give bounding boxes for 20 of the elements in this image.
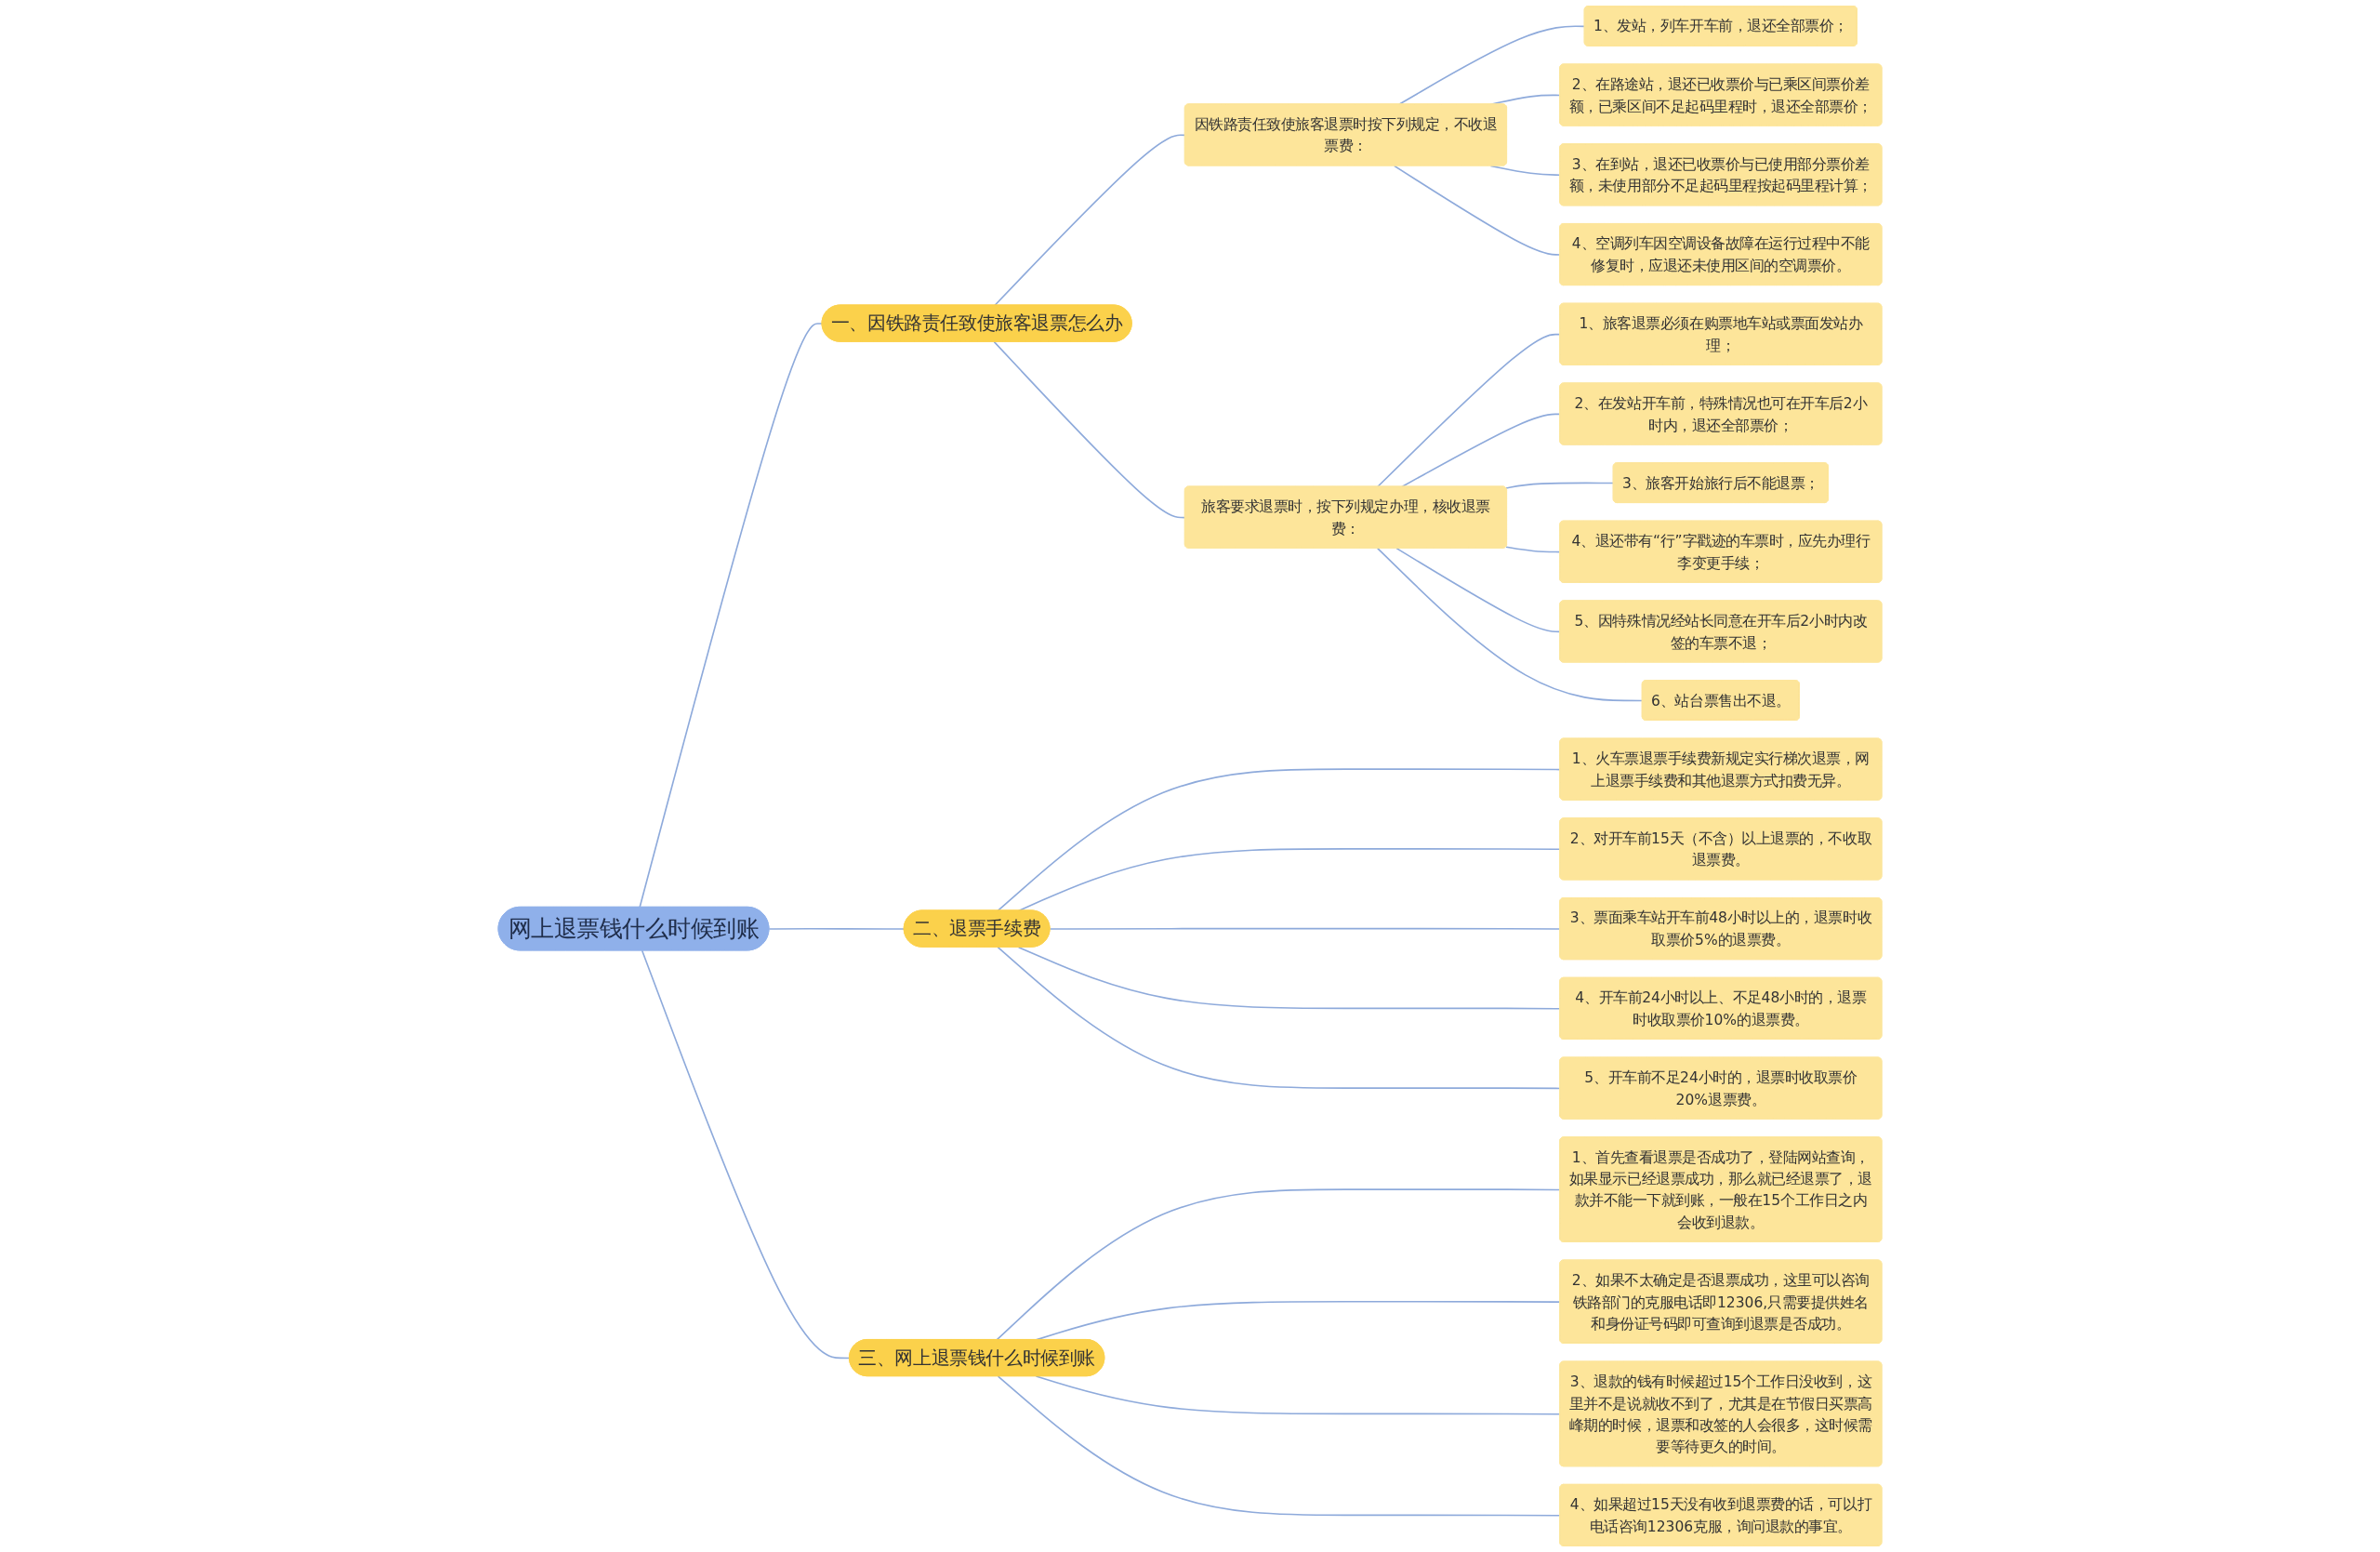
connector (996, 1188, 1561, 1341)
connector (1393, 165, 1561, 256)
connector (993, 340, 1186, 519)
connector (1401, 413, 1561, 488)
connector (1395, 547, 1561, 633)
connector (1376, 333, 1561, 488)
connector (1049, 927, 1561, 930)
connector (639, 323, 824, 909)
connector (997, 946, 1561, 1090)
connector (1035, 1375, 1561, 1415)
connector (997, 1375, 1561, 1517)
connector (641, 949, 851, 1360)
connector (1505, 546, 1561, 553)
connector (1398, 25, 1586, 106)
connector (997, 768, 1561, 912)
connector (1376, 547, 1644, 702)
connector (768, 927, 906, 930)
connector (1017, 946, 1561, 1010)
connector (994, 134, 1186, 307)
connector (1505, 482, 1615, 489)
